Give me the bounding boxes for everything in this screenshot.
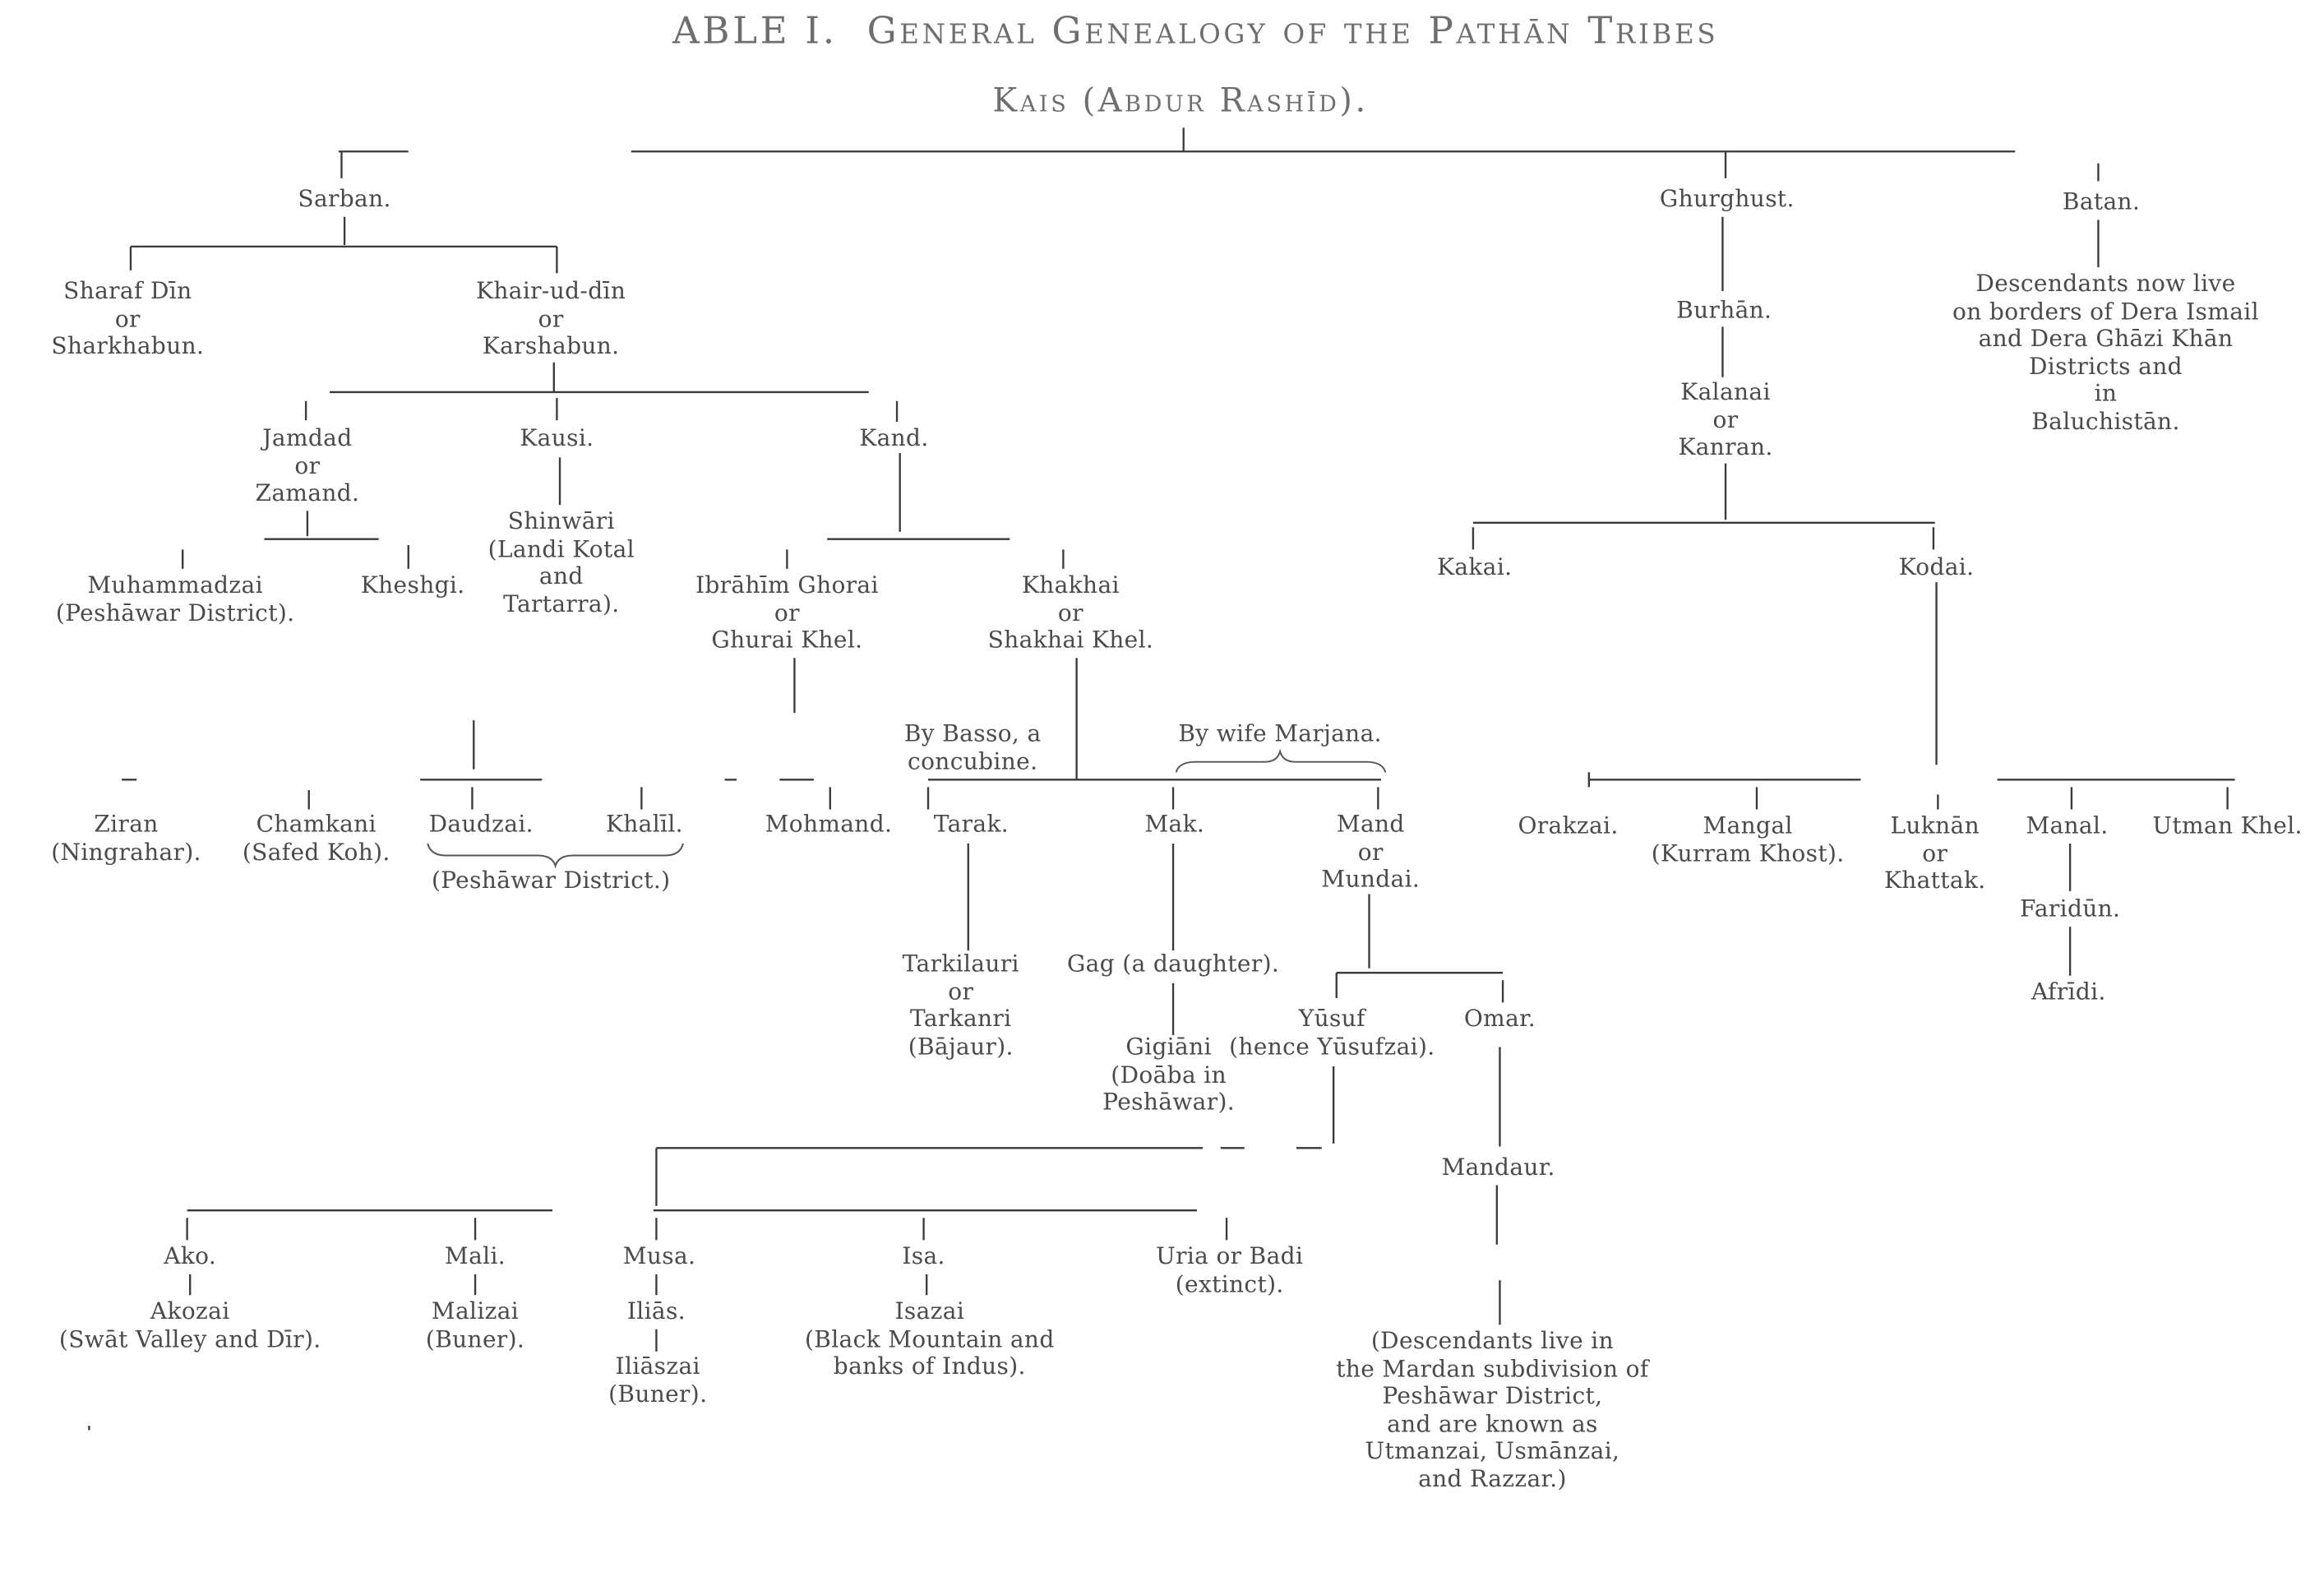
node-chamkani: Chamkani (Safed Koh). [242,811,390,866]
node-yusuf: Yūsuf (hence Yūsufzai). [1229,1005,1435,1061]
node-khalil: Khalīl. [605,811,683,838]
node-burhan: Burhān. [1676,297,1772,324]
node-batan: Batan. [2062,188,2141,215]
label-by-basso: By Basso, a concubine. [903,720,1042,775]
node-ilias: Iliās. [626,1297,686,1325]
node-kheshgi: Kheshgi. [360,571,465,599]
node-gag: Gag (a daughter). [1066,950,1280,978]
label-by-marjana: By wife Marjana. [1178,720,1382,747]
node-faridun: Faridūn. [2019,895,2121,922]
node-isazai: Isazai (Black Mountain and banks of Indu… [804,1297,1055,1380]
node-manal: Manal. [2026,812,2109,839]
node-tarak: Tarak. [933,811,1010,838]
label-peshawar-district: (Peshāwar District.) [431,867,671,895]
node-utman-khel: Utman Khel. [2152,812,2303,839]
node-kand: Kand. [859,424,929,452]
node-kodai: Kodai. [1898,553,1975,581]
node-muhammadzai: Muhammadzai (Peshāwar District). [55,571,295,626]
node-mohmand: Mohmand. [765,811,893,838]
node-gigiani: Gigiāni (Doāba in Peshāwar). [1102,1033,1236,1116]
node-sarban: Sarban. [298,185,391,213]
node-tarkilauri: Tarkilauri or Tarkanri (Bājaur). [902,950,1019,1061]
node-kalanai: Kalanai or Kanran. [1678,378,1773,461]
node-iliaszai: Iliāszai (Buner). [608,1352,708,1408]
node-musa: Musa. [622,1242,696,1270]
node-jamdad: Jamdad or Zamand. [255,424,360,507]
node-mandaur-note: (Descendants live in the Mardan subdivis… [1336,1327,1649,1493]
node-afridi: Afrīdi. [2031,978,2106,1006]
node-luknan: Luknān or Khattak. [1883,812,1986,895]
node-mangal: Mangal (Kurram Khost). [1651,812,1845,867]
node-ghurghust: Ghurghust. [1659,185,1795,213]
node-mak: Mak. [1144,811,1205,838]
node-mali: Mali. [445,1242,506,1270]
node-malizai: Malizai (Buner). [425,1297,525,1352]
node-orakzai: Orakzai. [1518,812,1619,839]
node-daudzai: Daudzai. [428,811,534,838]
root-node-kais: Kais (Abdur Rashīd). [992,83,1369,121]
node-isa: Isa. [902,1242,945,1270]
node-kausi: Kausi. [520,424,594,452]
node-khair-ud-din: Khair-ud-dīn or Karshabun. [476,277,626,360]
node-omar: Omar. [1463,1005,1536,1033]
node-ziran: Ziran (Ningrahar). [51,811,201,866]
node-uria: Uria or Badi (extinct). [1156,1242,1304,1298]
node-sharaf-din: Sharaf Dīn or Sharkhabun. [51,277,205,360]
node-mand: Mand or Mundai. [1321,811,1421,893]
node-khakhai: Khakhai or Shakhai Khel. [987,571,1154,654]
node-ibrahim-ghorai: Ibrāhīm Ghorai or Ghurai Khel. [695,571,879,654]
node-mandaur: Mandaur. [1441,1153,1555,1181]
node-batan-note: Descendants now live on borders of Dera … [1952,270,2259,436]
node-akozai: Akozai (Swāt Valley and Dīr). [58,1297,321,1352]
page-title: ABLE I. General Genealogy of the Pathān … [672,8,1719,53]
node-shinwari: Shinwāri (Landi Kotal and Tartarra). [487,507,635,618]
node-kakai: Kakai. [1437,553,1513,581]
node-ako: Ako. [164,1242,217,1270]
